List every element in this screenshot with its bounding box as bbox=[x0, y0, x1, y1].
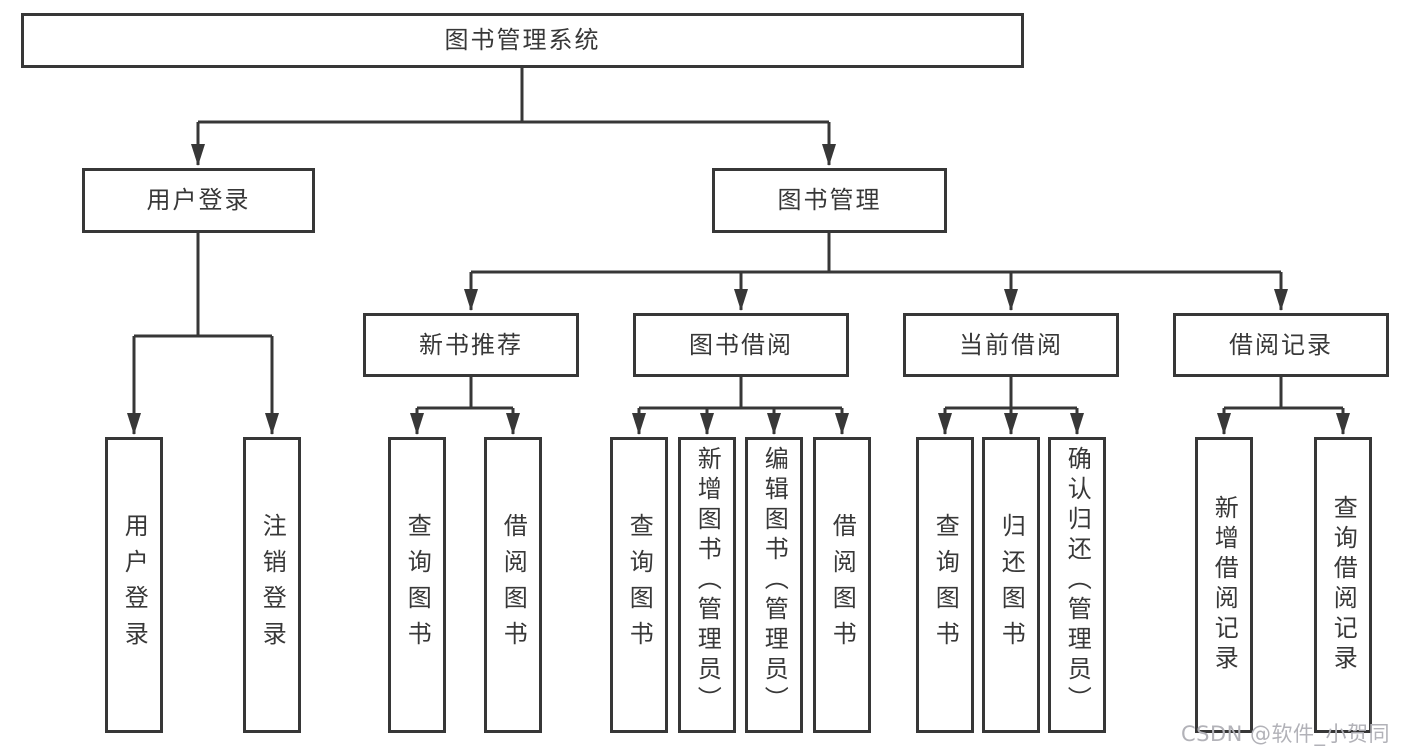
leaf-query-borrow-record: 查询借阅记录 bbox=[1314, 437, 1372, 733]
leaf-borrow-books-recommend: 借阅图书 bbox=[484, 437, 542, 733]
leaf-confirm-return-admin: 确认归还（管理员） bbox=[1048, 437, 1106, 733]
node-book-borrowing: 图书借阅 bbox=[633, 313, 849, 377]
node-library-management-system: 图书管理系统 bbox=[21, 13, 1024, 68]
leaf-add-books-admin: 新增图书（管理员） bbox=[678, 437, 736, 733]
node-book-management: 图书管理 bbox=[712, 168, 947, 233]
leaf-query-books-borrow: 查询图书 bbox=[610, 437, 668, 733]
node-borrowing-records: 借阅记录 bbox=[1173, 313, 1389, 377]
leaf-user-login: 用户登录 bbox=[105, 437, 163, 733]
leaf-edit-books-admin: 编辑图书（管理员） bbox=[745, 437, 803, 733]
node-new-book-recommendation: 新书推荐 bbox=[363, 313, 579, 377]
leaf-logout: 注销登录 bbox=[243, 437, 301, 733]
leaf-add-borrow-record: 新增借阅记录 bbox=[1195, 437, 1253, 733]
leaf-borrow-books: 借阅图书 bbox=[813, 437, 871, 733]
csdn-watermark: CSDN @软件_小贺同学 bbox=[1181, 722, 1391, 746]
leaf-return-books: 归还图书 bbox=[982, 437, 1040, 733]
node-user-login: 用户登录 bbox=[82, 168, 315, 233]
leaf-query-books-recommend: 查询图书 bbox=[388, 437, 446, 733]
leaf-query-books-current: 查询图书 bbox=[916, 437, 974, 733]
node-current-borrowing: 当前借阅 bbox=[903, 313, 1119, 377]
